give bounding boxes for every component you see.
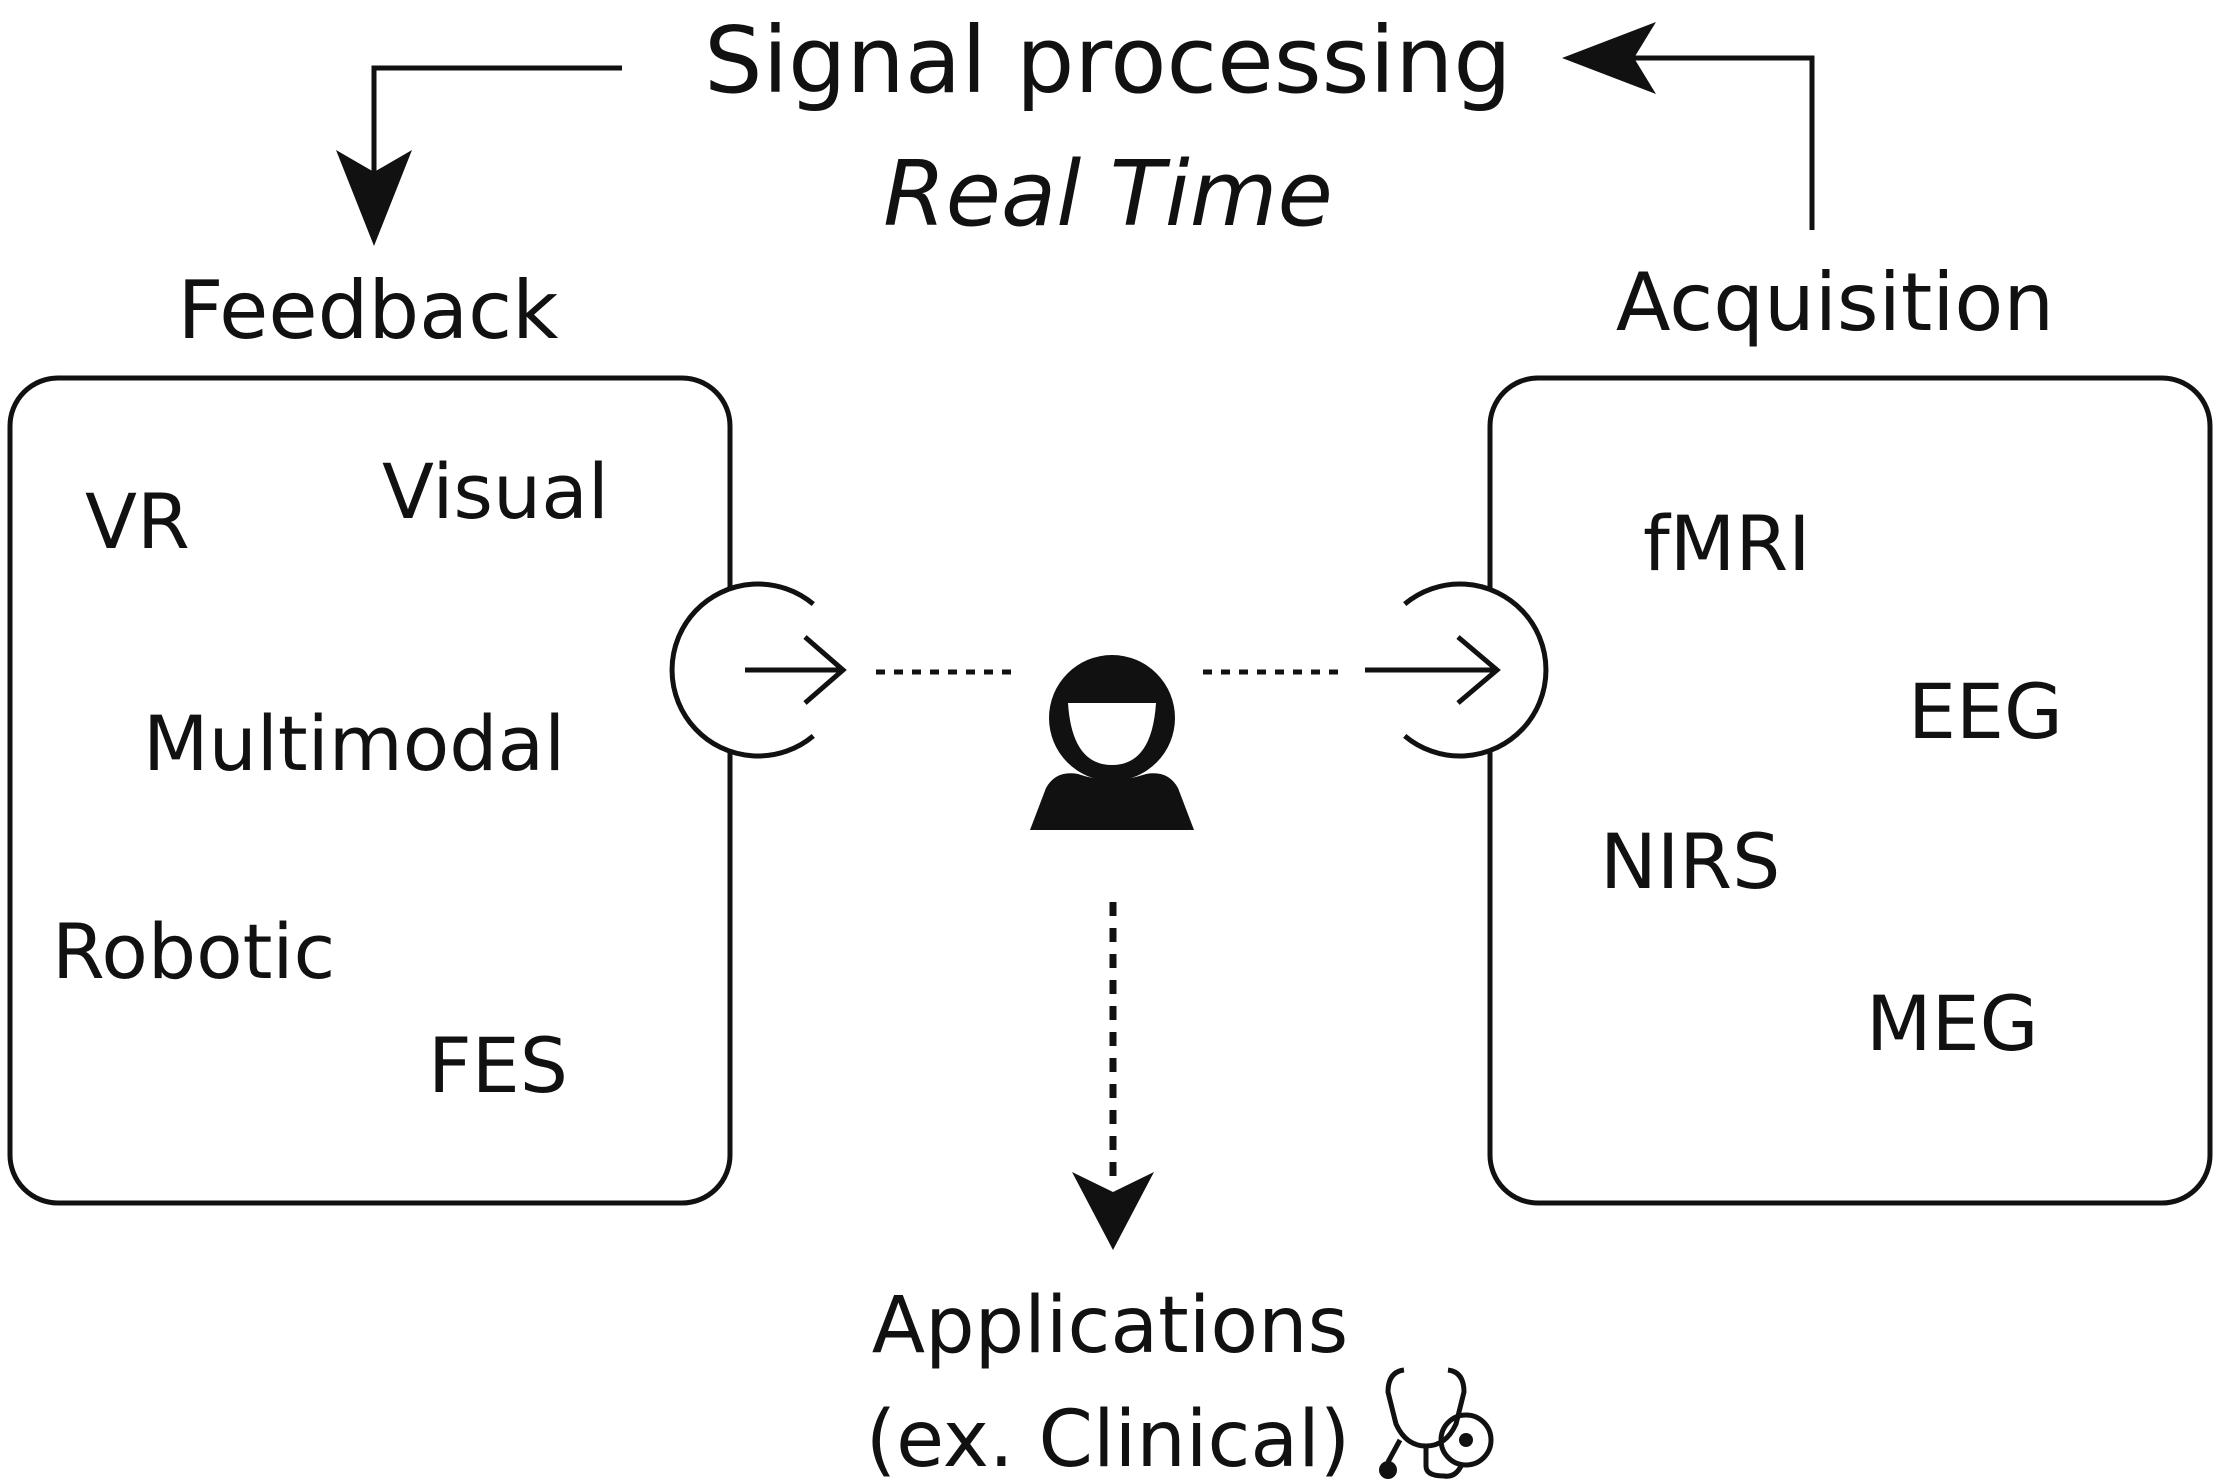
feedback-item-multimodal: Multimodal bbox=[143, 699, 565, 788]
feedback-item-fes: FES bbox=[428, 1021, 568, 1110]
arrow-to-feedback bbox=[336, 65, 622, 246]
applications-example: (ex. Clinical) bbox=[866, 1395, 1351, 1484]
title-signal-processing: Signal processing bbox=[704, 7, 1512, 114]
acquisition-item-eeg: EEG bbox=[1908, 667, 2063, 756]
feedback-item-vr: VR bbox=[85, 477, 190, 566]
feedback-item-robotic: Robotic bbox=[52, 907, 335, 996]
acquisition-heading: Acquisition bbox=[1616, 256, 2054, 349]
input-arrow-icon bbox=[1365, 581, 1549, 759]
acquisition-item-nirs: NIRS bbox=[1600, 817, 1780, 906]
acquisition-item-fmri: fMRI bbox=[1643, 499, 1811, 588]
arrow-to-applications bbox=[1072, 902, 1154, 1250]
feedback-item-visual: Visual bbox=[382, 447, 609, 536]
applications-label: Applications bbox=[872, 1281, 1348, 1371]
stethoscope-icon bbox=[1379, 1367, 1494, 1479]
feedback-heading: Feedback bbox=[178, 264, 560, 357]
arrow-to-signal-processing bbox=[1562, 22, 1815, 230]
person-icon bbox=[1030, 655, 1194, 830]
output-arrow-icon bbox=[669, 581, 847, 759]
acquisition-box bbox=[1487, 375, 2213, 1206]
feedback-box bbox=[7, 375, 733, 1206]
subtitle-real-time: Real Time bbox=[883, 142, 1333, 247]
acquisition-item-meg: MEG bbox=[1866, 979, 2038, 1068]
